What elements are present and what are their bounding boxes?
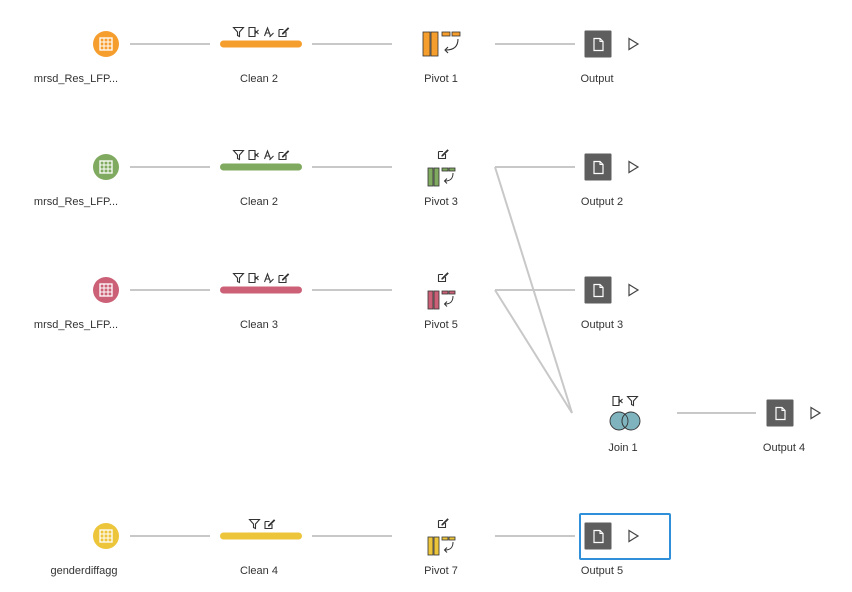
- input-node-circle[interactable]: [93, 277, 119, 303]
- connector: [494, 289, 573, 414]
- clean-tools: [248, 518, 276, 530]
- document-icon: [592, 37, 604, 51]
- node-label: Clean 2: [240, 73, 278, 85]
- pivot-icon[interactable]: [427, 535, 457, 557]
- output-box[interactable]: [584, 30, 612, 58]
- filter-icon: [248, 518, 261, 530]
- filter-icon: [232, 272, 245, 284]
- node-label: Clean 3: [240, 319, 278, 331]
- node-label: mrsd_Res_LFP...: [33, 196, 119, 208]
- clean-bar[interactable]: [220, 40, 302, 48]
- join-icon[interactable]: [608, 410, 642, 432]
- clean-bar[interactable]: [220, 532, 302, 540]
- edit-icon: [278, 26, 290, 38]
- play-icon[interactable]: [808, 406, 822, 420]
- edit-icon: [437, 272, 449, 283]
- play-icon[interactable]: [626, 529, 640, 543]
- document-icon: [774, 406, 786, 420]
- input-node-circle[interactable]: [93, 523, 119, 549]
- pivot-icon[interactable]: [427, 289, 457, 311]
- pivot-icon[interactable]: [422, 30, 462, 58]
- remove-field-icon: [248, 272, 260, 284]
- node-label: mrsd_Res_LFP...: [33, 73, 119, 85]
- node-label: Clean 2: [240, 196, 278, 208]
- selection-frame: [579, 513, 671, 560]
- edit-icon: [278, 149, 290, 161]
- node-label: Pivot 3: [424, 196, 458, 208]
- output-box[interactable]: [766, 399, 794, 427]
- input-node-circle[interactable]: [93, 154, 119, 180]
- node-label: genderdiffagg: [50, 565, 118, 577]
- node-label: Join 1: [608, 442, 638, 454]
- table-icon: [99, 160, 113, 174]
- join-tools: [612, 395, 639, 407]
- edit-icon: [264, 518, 276, 530]
- rename-icon: [263, 272, 275, 284]
- output-box[interactable]: [584, 522, 612, 550]
- filter-icon: [232, 149, 245, 161]
- pivot-icon[interactable]: [427, 166, 457, 188]
- edit-icon: [278, 272, 290, 284]
- remove-field-icon: [612, 395, 624, 407]
- edit-icon: [437, 149, 449, 160]
- table-icon: [99, 529, 113, 543]
- clean-tools: [232, 272, 290, 284]
- node-label: Output 5: [580, 565, 624, 577]
- edit-icon: [437, 518, 449, 529]
- play-icon[interactable]: [626, 160, 640, 174]
- input-node-circle[interactable]: [93, 31, 119, 57]
- rename-icon: [263, 149, 275, 161]
- filter-icon: [626, 395, 639, 407]
- connectors: [130, 43, 756, 537]
- play-icon[interactable]: [626, 283, 640, 297]
- filter-icon: [232, 26, 245, 38]
- node-label: Output 2: [580, 196, 624, 208]
- output-box[interactable]: [584, 276, 612, 304]
- document-icon: [592, 529, 604, 543]
- node-label: Pivot 7: [424, 565, 458, 577]
- node-label: Clean 4: [240, 565, 278, 577]
- node-label: Pivot 1: [424, 73, 458, 85]
- document-icon: [592, 160, 604, 174]
- rename-icon: [263, 26, 275, 38]
- clean-bar[interactable]: [220, 286, 302, 294]
- node-label: Output: [580, 73, 614, 85]
- clean-tools: [232, 26, 290, 38]
- play-icon[interactable]: [626, 37, 640, 51]
- node-label: Output 3: [580, 319, 624, 331]
- document-icon: [592, 283, 604, 297]
- clean-bar[interactable]: [220, 163, 302, 171]
- node-label: mrsd_Res_LFP...: [33, 319, 119, 331]
- remove-field-icon: [248, 26, 260, 38]
- clean-tools: [232, 149, 290, 161]
- node-label: Output 4: [762, 442, 806, 454]
- table-icon: [99, 283, 113, 297]
- table-icon: [99, 37, 113, 51]
- node-label: Pivot 5: [424, 319, 458, 331]
- output-box[interactable]: [584, 153, 612, 181]
- remove-field-icon: [248, 149, 260, 161]
